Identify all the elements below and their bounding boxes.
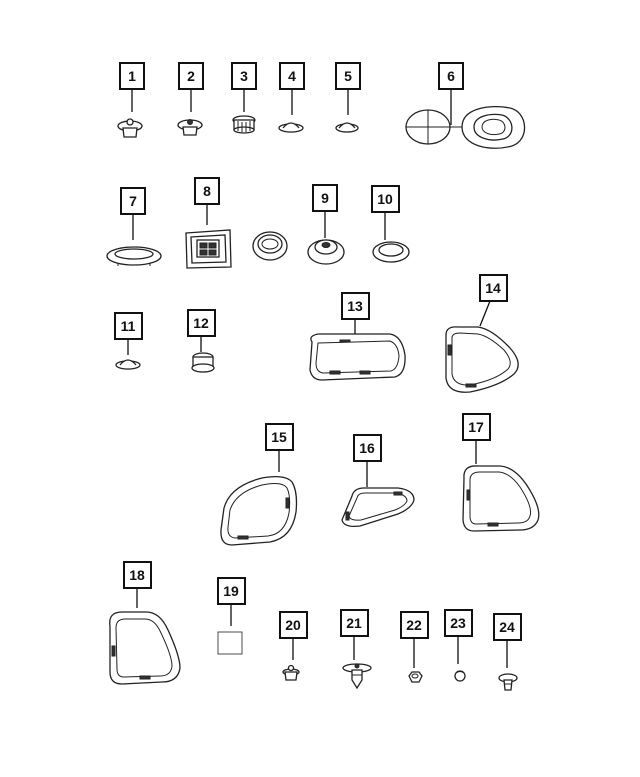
- part-9-cone-grommet-icon: [307, 239, 345, 265]
- callout-20[interactable]: 20: [279, 611, 308, 639]
- callout-22[interactable]: 22: [400, 611, 429, 639]
- svg-text:23: 23: [450, 615, 466, 631]
- callout-18[interactable]: 18: [123, 561, 152, 589]
- svg-text:15: 15: [271, 429, 287, 445]
- callout-4[interactable]: 4: [279, 62, 305, 90]
- part-2-push-pin-clip-icon: [177, 119, 203, 136]
- svg-text:12: 12: [193, 315, 209, 331]
- part-6-double-grommet-icon: [405, 105, 526, 149]
- part-8-square-grommet-icon: [185, 229, 232, 269]
- callout-1[interactable]: 1: [119, 62, 145, 90]
- svg-text:3: 3: [240, 68, 248, 84]
- part-3-threaded-plug-icon: [232, 115, 256, 134]
- svg-text:2: 2: [187, 68, 195, 84]
- part-4-button-plug-icon: [278, 122, 304, 133]
- callout-9[interactable]: 9: [312, 184, 338, 212]
- part-19-square-pad-icon: [217, 631, 243, 655]
- svg-text:21: 21: [346, 615, 362, 631]
- part-17-seal-icon: [462, 465, 540, 532]
- part-13-oval-seal-icon: [309, 333, 406, 381]
- callout-6[interactable]: 6: [438, 62, 464, 90]
- callout-2[interactable]: 2: [178, 62, 204, 90]
- svg-text:13: 13: [347, 298, 363, 314]
- part-10-oval-grommet-icon: [372, 241, 410, 263]
- callout-16[interactable]: 16: [353, 434, 382, 462]
- part-12-cup-plug-icon: [191, 352, 215, 373]
- callout-10[interactable]: 10: [371, 185, 400, 213]
- svg-text:19: 19: [223, 583, 239, 599]
- part-15-seal-icon: [220, 476, 298, 546]
- callout-24[interactable]: 24: [493, 613, 522, 641]
- part-14-triangular-seal-icon: [445, 326, 519, 393]
- part-23-ball-stud-icon: [454, 670, 466, 682]
- part-18-seal-icon: [109, 611, 181, 685]
- callout-17[interactable]: 17: [462, 413, 491, 441]
- callout-21[interactable]: 21: [340, 609, 369, 637]
- callout-8[interactable]: 8: [194, 177, 220, 205]
- svg-text:17: 17: [468, 419, 484, 435]
- svg-text:9: 9: [321, 190, 329, 206]
- callout-23[interactable]: 23: [444, 609, 473, 637]
- svg-text:4: 4: [288, 68, 296, 84]
- part-11-button-plug-icon: [115, 359, 141, 370]
- svg-text:6: 6: [447, 68, 455, 84]
- part-7-oval-plug-icon: [106, 246, 162, 266]
- callout-7[interactable]: 7: [120, 187, 146, 215]
- callout-3[interactable]: 3: [231, 62, 257, 90]
- part-22-nut-icon: [408, 671, 423, 683]
- part-16-seal-icon: [341, 487, 415, 528]
- callout-5[interactable]: 5: [335, 62, 361, 90]
- callout-19[interactable]: 19: [217, 577, 246, 605]
- part-round-grommet-icon: [252, 231, 288, 261]
- svg-text:1: 1: [128, 68, 136, 84]
- svg-text:7: 7: [129, 193, 137, 209]
- svg-text:8: 8: [203, 183, 211, 199]
- svg-text:11: 11: [121, 318, 136, 334]
- svg-text:18: 18: [129, 567, 145, 583]
- svg-text:24: 24: [499, 619, 515, 635]
- part-1-push-pin-clip-icon: [117, 118, 143, 138]
- svg-text:14: 14: [485, 280, 501, 296]
- svg-text:5: 5: [344, 68, 352, 84]
- callout-11[interactable]: 11: [114, 312, 143, 340]
- part-24-screw-icon: [498, 673, 518, 691]
- part-21-tree-clip-icon: [342, 663, 372, 690]
- svg-text:10: 10: [377, 191, 393, 207]
- callout-14[interactable]: 14: [479, 274, 508, 302]
- part-5-button-plug-icon: [335, 122, 359, 133]
- callout-15[interactable]: 15: [265, 423, 294, 451]
- part-20-push-clip-icon: [282, 664, 300, 681]
- callout-13[interactable]: 13: [341, 292, 370, 320]
- svg-text:16: 16: [359, 440, 375, 456]
- svg-text:22: 22: [406, 617, 422, 633]
- callout-12[interactable]: 12: [187, 309, 216, 337]
- svg-text:20: 20: [285, 617, 301, 633]
